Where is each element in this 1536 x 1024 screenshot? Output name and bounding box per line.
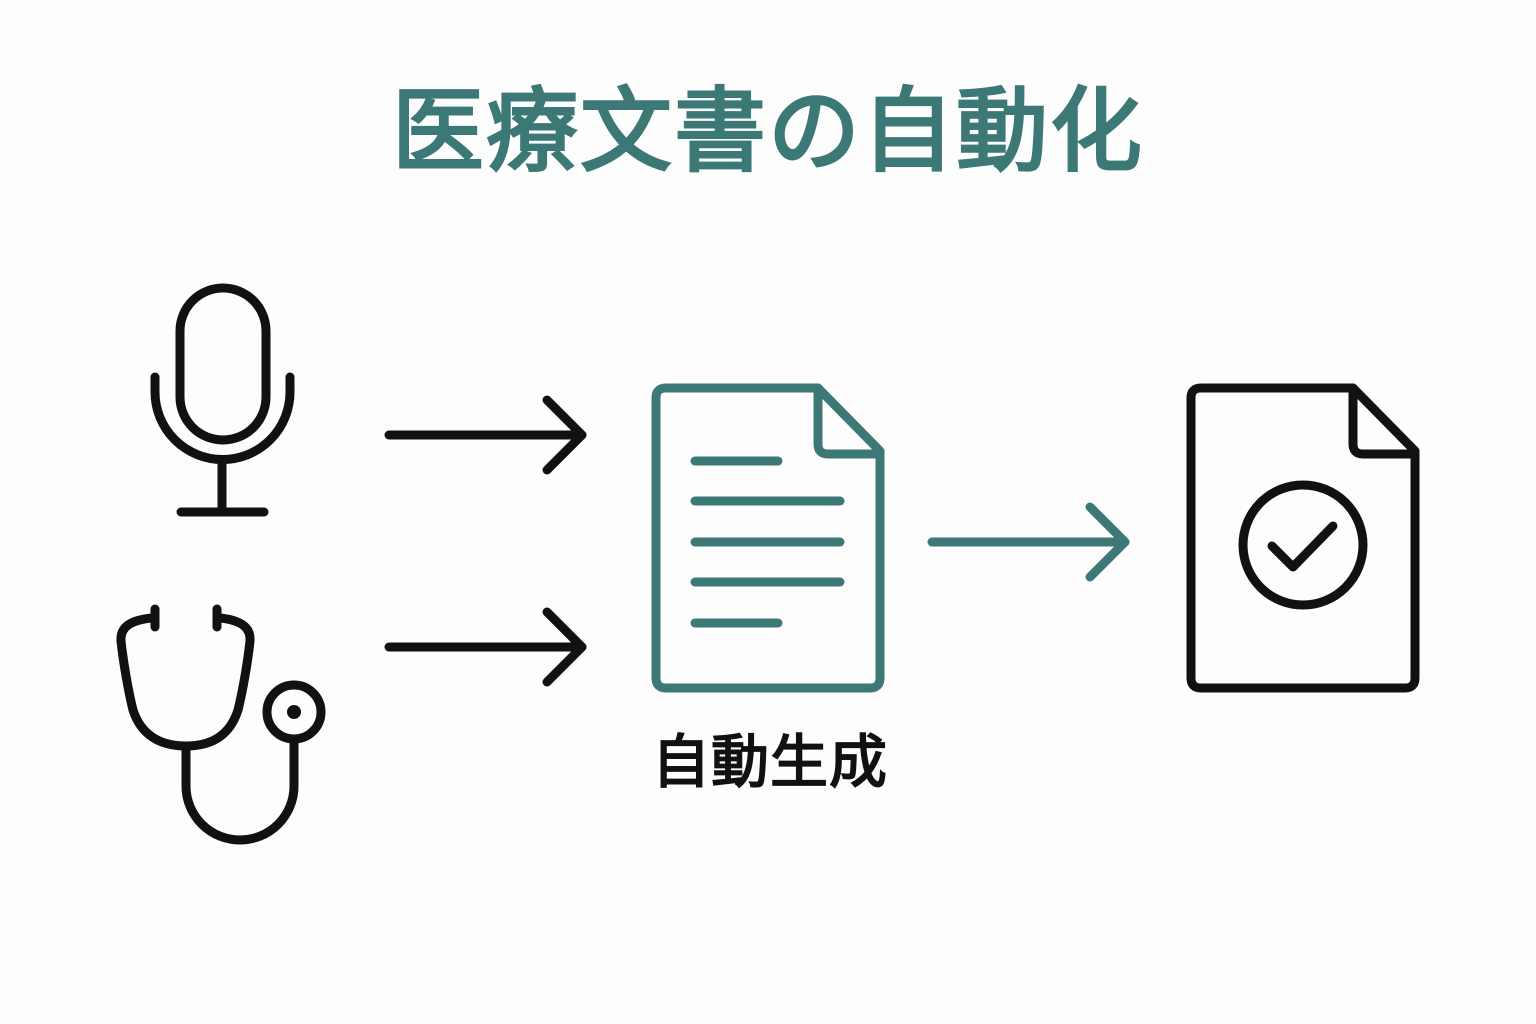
page-title: 医療文書の自動化	[391, 78, 1144, 185]
microphone-icon	[150, 283, 295, 517]
arrow-mic-to-document	[384, 395, 587, 475]
stethoscope-icon	[116, 604, 326, 845]
arrow-document-to-approved	[927, 502, 1130, 582]
arrow-stethoscope-to-document	[384, 607, 587, 687]
generated-document-icon	[651, 383, 885, 693]
document-caption: 自動生成	[651, 728, 888, 796]
approved-document-icon	[1186, 383, 1420, 693]
